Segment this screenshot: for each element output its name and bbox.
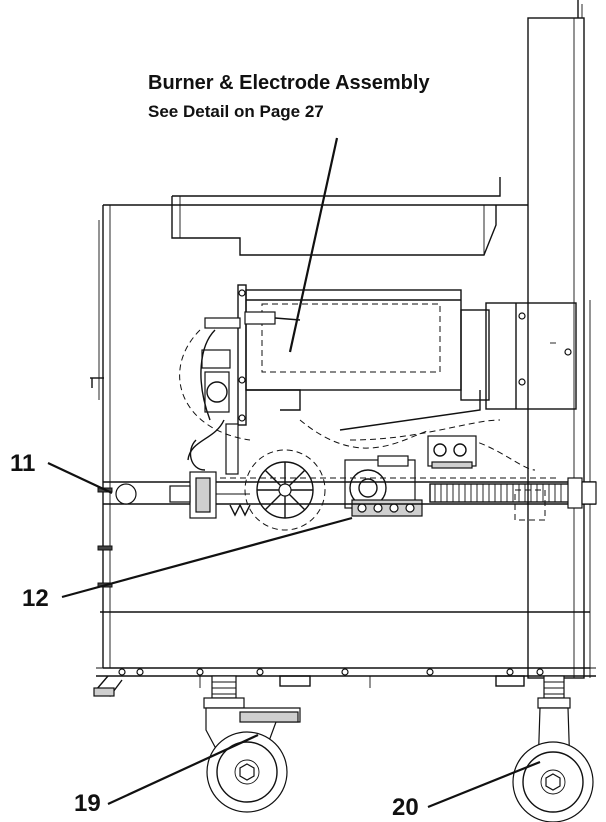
combustion-chamber [245,289,577,431]
ignition-module [427,435,477,469]
leader-12 [61,516,353,599]
vat-housing [171,177,501,256]
leader-burner [288,137,339,353]
base-rail [93,668,544,697]
item-number-19: 19 [74,790,101,817]
fryer-body [90,204,596,677]
callout-title: Burner & Electrode Assembly [148,72,430,94]
item-number-12: 12 [22,585,49,612]
combustion-blower [244,449,326,531]
caster-right [512,675,594,822]
flex-gas-hose [429,477,597,509]
burner-front-plate [187,284,301,475]
item-number-11: 11 [10,450,36,477]
gas-manifold [103,471,596,519]
gas-valve [344,455,423,517]
callout-subtitle: See Detail on Page 27 [148,102,324,121]
leader-lines [47,137,541,809]
leader-20 [427,760,541,809]
caster-left [203,675,301,813]
item-number-20: 20 [392,794,419,821]
leader-11 [47,462,113,494]
leader-19 [107,734,259,805]
rear-cabinet [527,0,591,679]
